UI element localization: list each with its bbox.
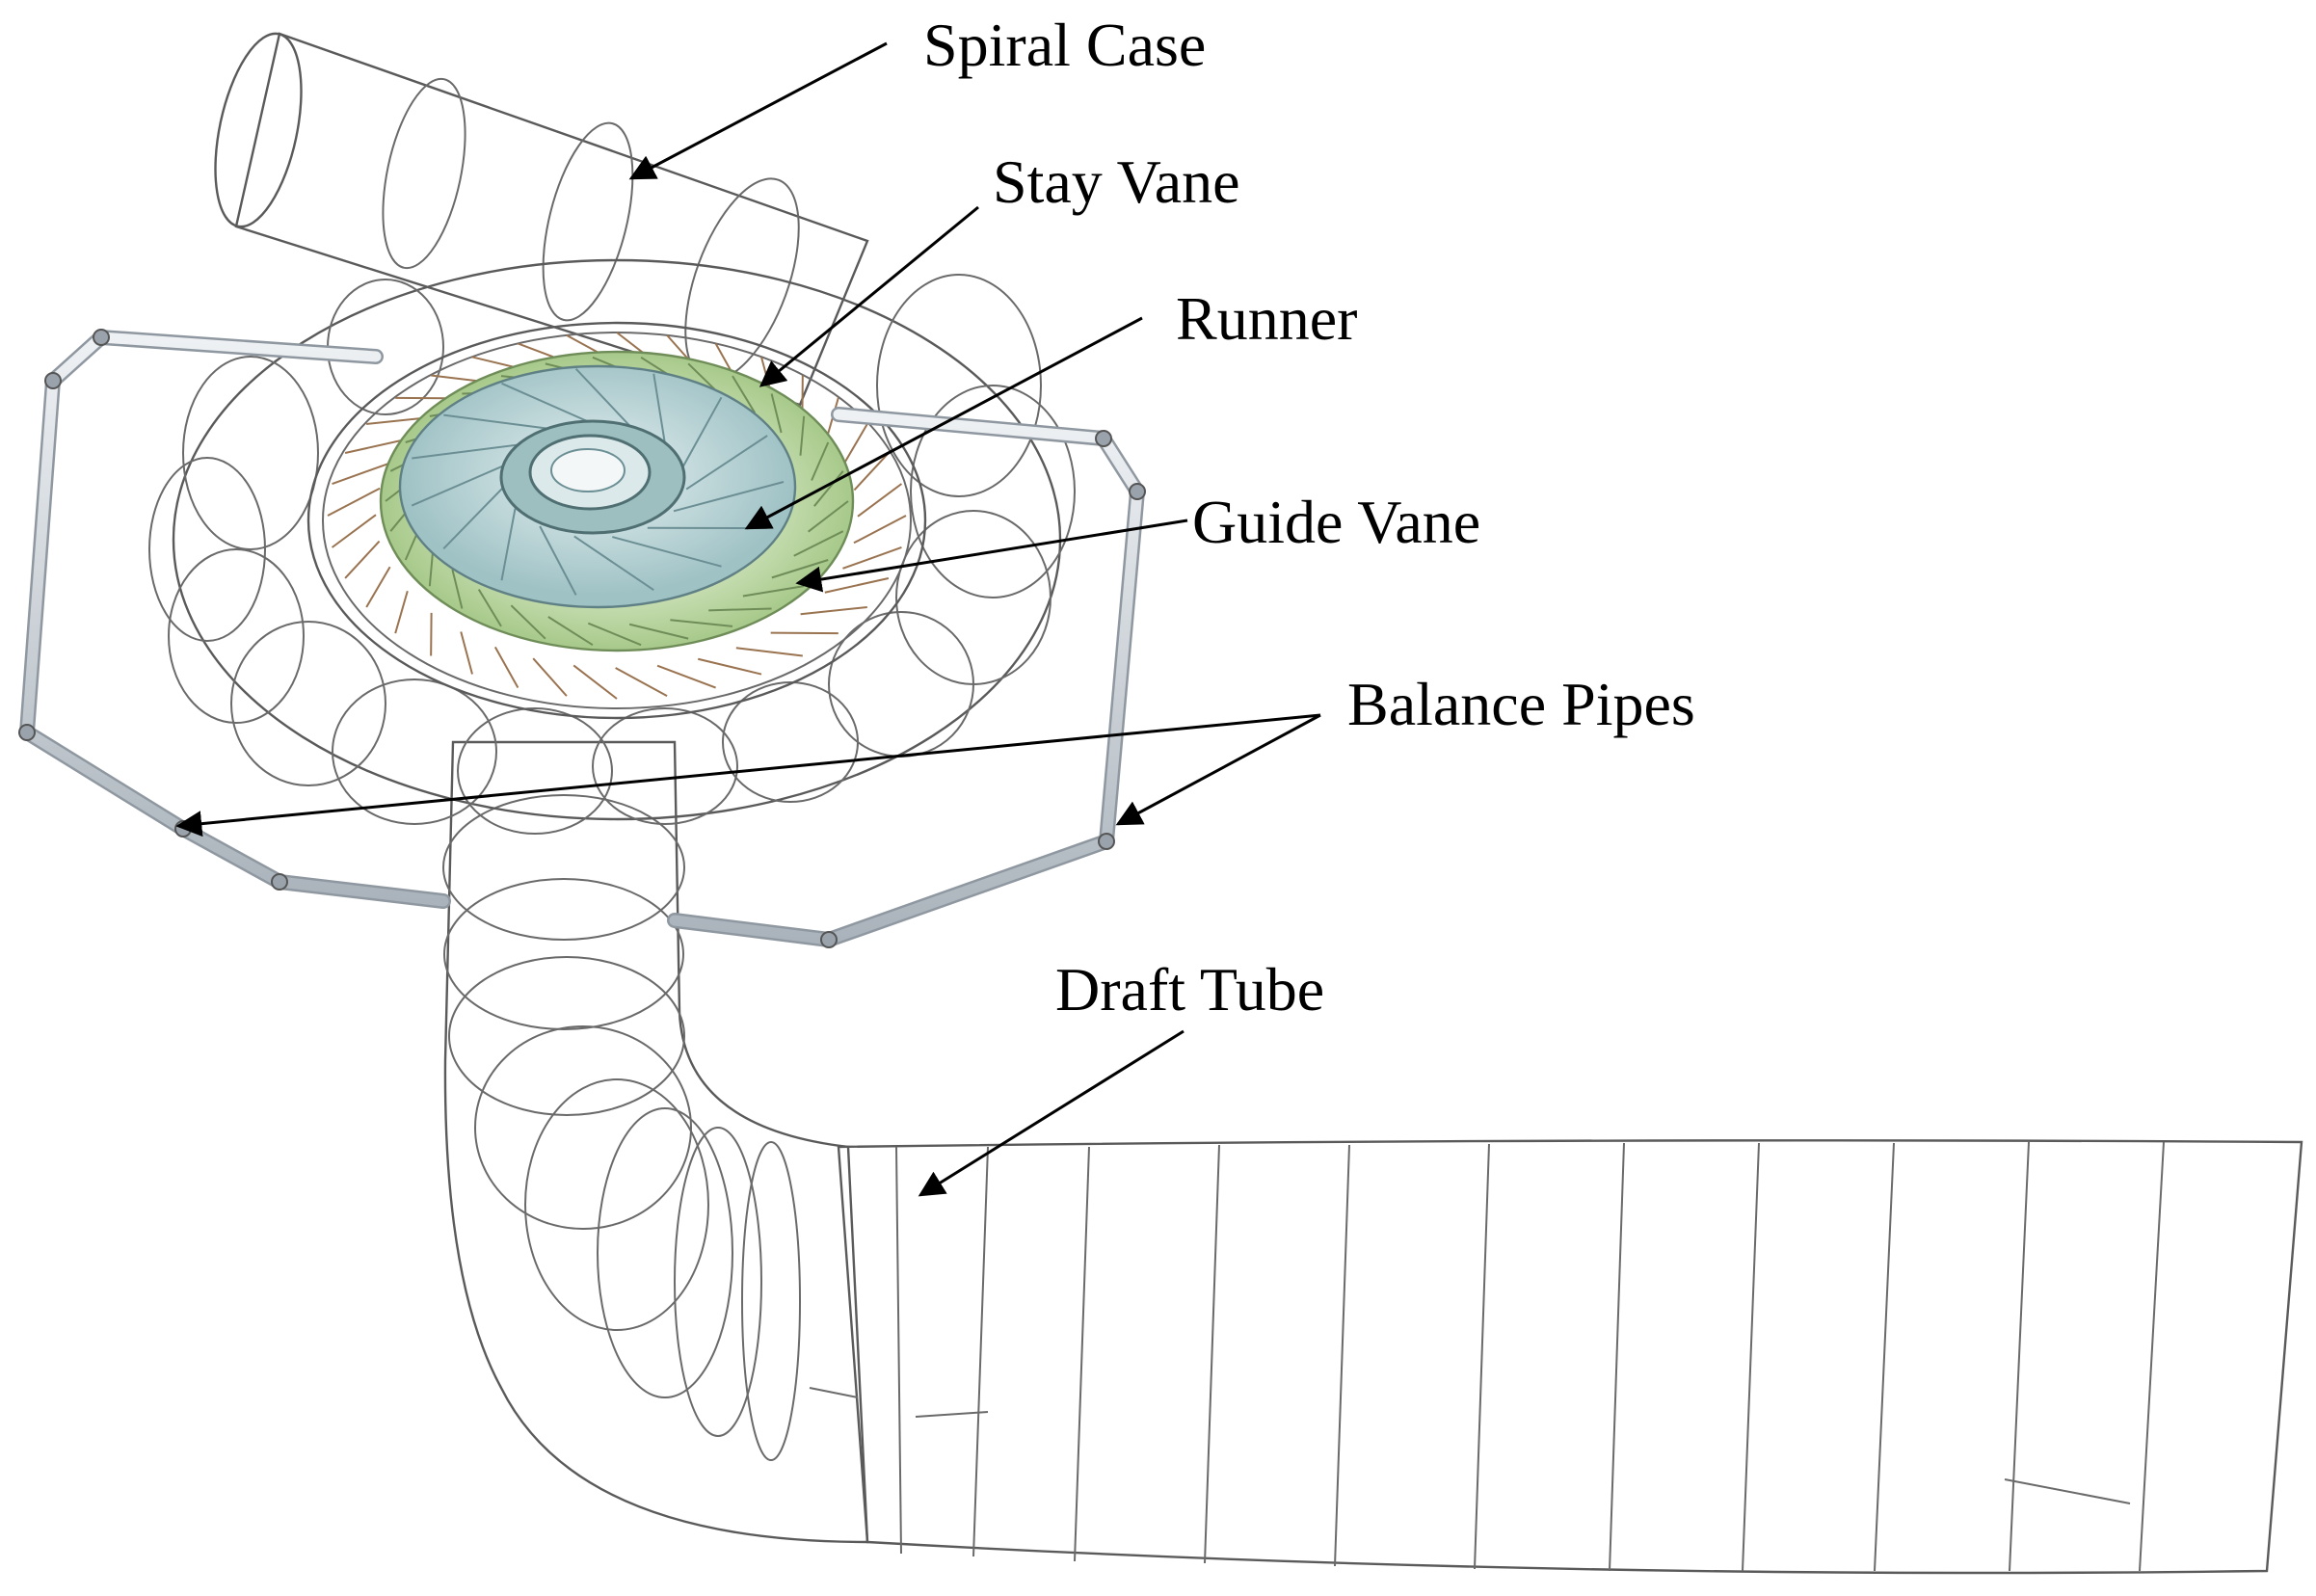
- runner-blade: [682, 396, 723, 467]
- guide-vane: [510, 604, 546, 640]
- runner: [398, 364, 797, 609]
- stay-vane: [493, 646, 519, 689]
- stay-vane: [615, 667, 668, 697]
- stay-vane: [824, 577, 890, 594]
- draft-tube-rings: [442, 794, 801, 1461]
- draft-tube-sections: [809, 1141, 2165, 1572]
- arrow-spiral-case: [628, 41, 888, 180]
- arrow-balance-pipes-left: [175, 713, 1321, 838]
- stay-vane: [331, 514, 377, 548]
- guide-vane: [587, 622, 642, 647]
- runner-blade: [411, 462, 510, 507]
- component-labels: Spiral Case Stay Vane Runner Guide Vane …: [923, 11, 1695, 1024]
- runner-blade: [652, 373, 667, 446]
- draft-tube: [442, 740, 2303, 1590]
- stay-vane: [572, 664, 618, 700]
- guide-vane: [813, 470, 844, 507]
- guide-vane: [547, 616, 594, 647]
- arrow-stay-vane: [759, 205, 979, 387]
- arrow-guide-vane: [795, 519, 1188, 593]
- label-stay-vane: Stay Vane: [993, 147, 1240, 216]
- stay-vane: [735, 647, 803, 657]
- runner-blade: [685, 435, 768, 491]
- label-guide-vane: Guide Vane: [1192, 488, 1480, 556]
- guide-vane: [477, 589, 502, 627]
- spiral-case: [148, 258, 1076, 835]
- runner-blade: [500, 508, 517, 581]
- label-balance-pipes: Balance Pipes: [1347, 670, 1695, 738]
- guide-vane: [808, 500, 849, 533]
- arrow-runner: [744, 316, 1143, 530]
- runner-blade: [573, 535, 654, 592]
- label-draft-tube: Draft Tube: [1055, 955, 1324, 1024]
- spiral-case-rings: [148, 274, 1076, 835]
- runner-blade: [443, 413, 561, 432]
- guide-vane: [628, 623, 689, 640]
- stay-vane: [327, 487, 381, 517]
- stay-vane: [842, 423, 868, 466]
- stay-vane: [857, 483, 903, 518]
- stay-vane: [394, 590, 409, 634]
- arrow-balance-pipes-right: [1115, 713, 1321, 826]
- draft-tube-diffuser: [829, 1142, 2303, 1590]
- stay-vane: [853, 452, 890, 492]
- stay-vane: [770, 631, 839, 635]
- stay-vane: [344, 438, 410, 454]
- guide-vane: [811, 441, 830, 481]
- stay-vane: [853, 515, 907, 545]
- annotation-arrows: [175, 41, 1321, 1197]
- guide-vane: [793, 530, 844, 557]
- stay-vane: [842, 546, 902, 570]
- guide-vane: [732, 375, 757, 413]
- runner-blade: [574, 367, 636, 433]
- runner-blade: [673, 481, 785, 513]
- label-runner: Runner: [1176, 284, 1357, 353]
- guide-vane: [742, 585, 805, 598]
- runner-blade: [442, 485, 506, 550]
- runner-blade: [412, 442, 530, 460]
- guide-vane: [451, 569, 464, 609]
- stay-vane: [697, 657, 762, 676]
- arrow-draft-tube: [918, 1029, 1185, 1197]
- guide-vane: [670, 619, 733, 627]
- stay-vane: [656, 664, 716, 689]
- stay-vane: [800, 606, 867, 616]
- stay-vane: [344, 540, 381, 579]
- guide-vane: [799, 415, 806, 456]
- runner-blade: [539, 525, 577, 596]
- runner-blade: [612, 536, 722, 568]
- runner-blade: [501, 382, 599, 427]
- draft-tube-elbow: [443, 740, 869, 1544]
- stay-vane: [532, 657, 568, 697]
- stay-vane: [460, 631, 473, 675]
- guide-vane: [770, 393, 783, 434]
- stay-vane: [365, 566, 391, 608]
- label-spiral-case: Spiral Case: [923, 11, 1206, 79]
- guide-vane: [708, 607, 772, 612]
- stay-vane: [332, 462, 391, 485]
